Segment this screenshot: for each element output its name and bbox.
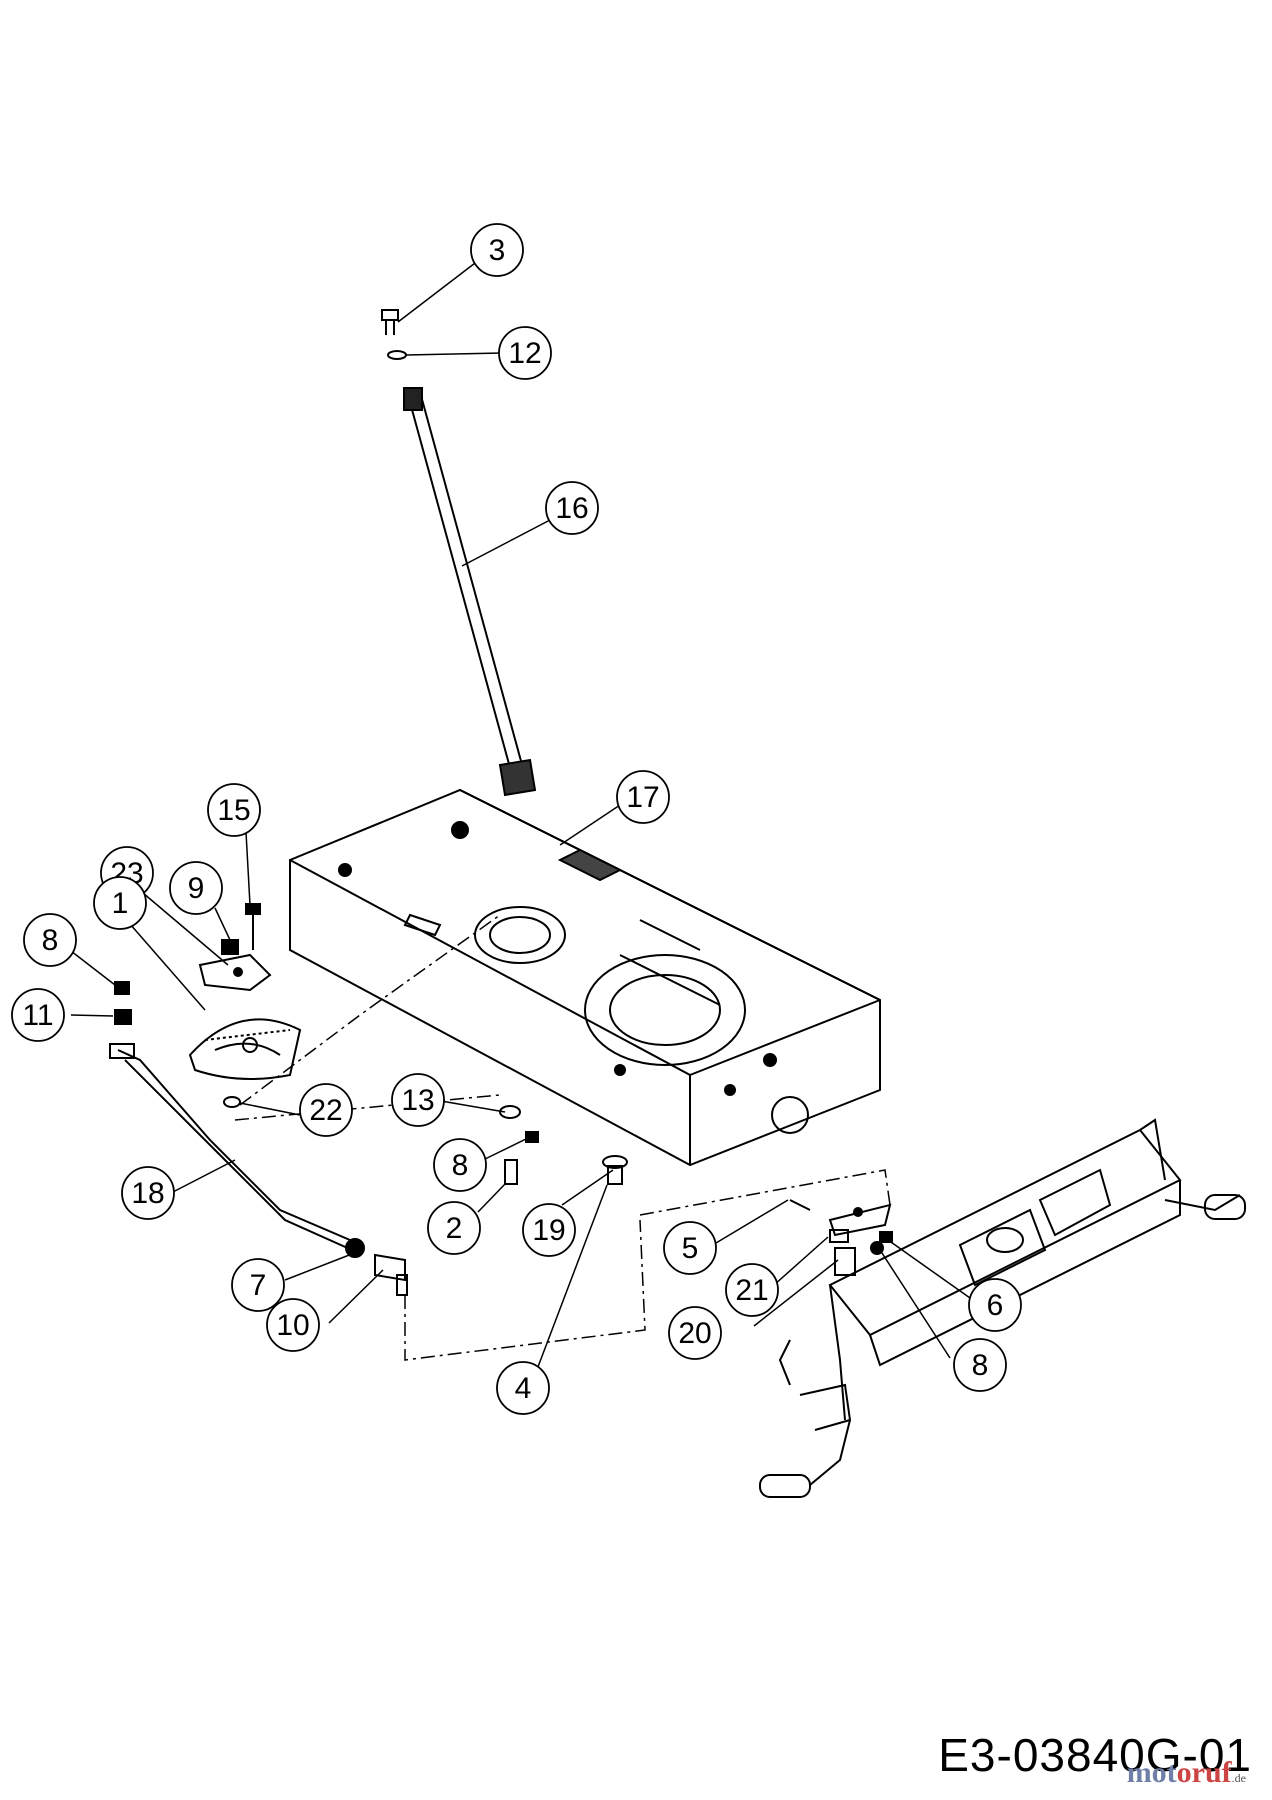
nut-11 — [114, 1009, 132, 1025]
steering-shaft — [403, 387, 537, 797]
nut-8-middle — [525, 1131, 539, 1143]
callout-number: 9 — [188, 872, 205, 905]
front-axle — [759, 1118, 1246, 1498]
callout-number: 2 — [446, 1212, 463, 1245]
bushing-21 — [829, 1229, 849, 1243]
callout-15: 15 — [207, 783, 261, 837]
bolt-19 — [602, 1155, 628, 1185]
callout-8c: 8 — [953, 1338, 1007, 1392]
callout-number: 22 — [309, 1094, 342, 1127]
frame-chassis — [289, 788, 881, 1167]
callout-5: 5 — [663, 1221, 717, 1275]
callout-number: 11 — [22, 999, 53, 1032]
drag-link — [109, 1043, 408, 1296]
callout-number: 15 — [217, 794, 250, 827]
bolt-2 — [504, 1159, 518, 1185]
callout-number: 6 — [987, 1289, 1004, 1322]
callout-21: 21 — [725, 1263, 779, 1317]
callout-number: 5 — [682, 1232, 699, 1265]
callout-9: 9 — [169, 861, 223, 915]
callout-number: 19 — [532, 1214, 565, 1247]
washer-22 — [223, 1096, 241, 1108]
callout-1: 1 — [93, 876, 147, 930]
nut-8-left — [114, 981, 130, 995]
callout-number: 20 — [678, 1317, 711, 1350]
callout-19: 19 — [522, 1203, 576, 1257]
callout-10: 10 — [266, 1298, 320, 1352]
washer-13 — [499, 1105, 521, 1119]
callout-6: 6 — [968, 1278, 1022, 1332]
callout-20: 20 — [668, 1306, 722, 1360]
callout-3: 3 — [470, 223, 524, 277]
callout-number: 7 — [250, 1269, 267, 1302]
callout-7: 7 — [231, 1258, 285, 1312]
callout-11: 11 — [11, 988, 65, 1042]
bolt-15 — [245, 903, 261, 950]
callout-number: 8 — [42, 924, 59, 957]
callout-number: 10 — [276, 1309, 309, 1342]
guide-lines — [234, 914, 891, 1361]
callout-number: 1 — [112, 887, 129, 920]
callout-16: 16 — [545, 481, 599, 535]
callout-8a: 8 — [23, 913, 77, 967]
callout-number: 21 — [735, 1274, 768, 1307]
drawing-code: E3-03840G-01 — [938, 1729, 1252, 1781]
callout-13: 13 — [391, 1073, 445, 1127]
callout-number: 17 — [626, 781, 659, 814]
bolt-and-washer — [381, 309, 407, 360]
callout-number: 3 — [489, 234, 506, 267]
callout-number: 16 — [555, 492, 588, 525]
spindle-20 — [834, 1247, 856, 1276]
callout-number: 8 — [972, 1349, 989, 1382]
callout-number: 4 — [515, 1372, 532, 1405]
callout-12: 12 — [498, 326, 552, 380]
callout-number: 18 — [131, 1177, 164, 1210]
sector-gear — [188, 1018, 302, 1080]
callout-18: 18 — [121, 1166, 175, 1220]
leader-lines — [70, 259, 971, 1381]
gear-plate — [198, 953, 272, 992]
callout-22: 22 — [299, 1083, 353, 1137]
callout-8b: 8 — [433, 1138, 487, 1192]
pin-5 — [789, 1199, 811, 1211]
callout-number: 13 — [401, 1084, 434, 1117]
nut-6 — [879, 1231, 893, 1243]
callout-2: 2 — [427, 1201, 481, 1255]
watermark-logo: motoruf.de — [1126, 1756, 1246, 1789]
callout-17: 17 — [616, 770, 670, 824]
callout-4: 4 — [496, 1361, 550, 1415]
hex-nut-9 — [221, 939, 239, 955]
callout-number: 12 — [508, 337, 541, 370]
callout-number: 8 — [452, 1149, 469, 1182]
